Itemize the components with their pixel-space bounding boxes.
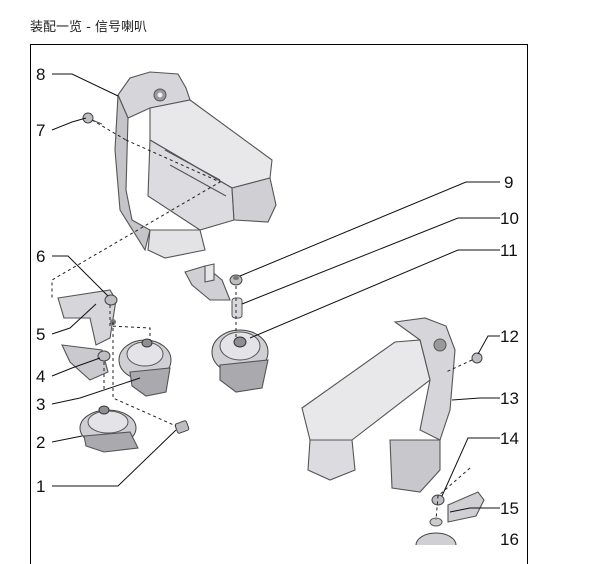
callout-6: 6 [36,247,45,266]
callout-15: 15 [500,499,519,518]
horn-2 [79,405,139,453]
nut-9 [229,274,243,286]
bolt-1 [174,420,190,434]
callout-4: 4 [36,367,45,386]
nut-4 [97,350,111,362]
callout-7: 7 [36,121,45,140]
callout-2: 2 [36,433,45,452]
callout-8: 8 [36,65,45,84]
exploded-assembly-diagram: 8 7 6 5 4 3 2 1 9 10 11 12 13 14 15 16 [36,65,519,545]
page-title: 装配一览 - 信号喇叭 [30,20,147,35]
horn-3 [118,338,172,397]
callout-16: 16 [500,530,519,545]
nut-14 [431,494,445,506]
bracket-upper-left [114,71,277,259]
horn-11 [211,329,269,393]
horn-16 [415,532,457,545]
callout-9: 9 [504,173,513,192]
nut-6 [104,294,118,306]
callout-13: 13 [500,389,519,408]
leader-lines [51,73,500,513]
callout-12: 12 [500,327,519,346]
bracket-right [301,317,456,493]
spacer-10 [231,297,243,319]
callout-11: 11 [500,241,518,260]
callout-3: 3 [36,395,45,414]
bolt-12 [471,352,483,364]
mounting-bracket-small [184,263,231,301]
diagram-frame [30,44,528,564]
callout-labels: 8 7 6 5 4 3 2 1 9 10 11 12 13 14 15 16 [36,65,519,545]
callout-5: 5 [36,325,45,344]
callout-14: 14 [500,429,519,448]
assembly-lines [51,119,473,521]
callout-1: 1 [36,477,45,496]
horn-bracket-5 [57,289,117,381]
callout-10: 10 [500,209,519,228]
